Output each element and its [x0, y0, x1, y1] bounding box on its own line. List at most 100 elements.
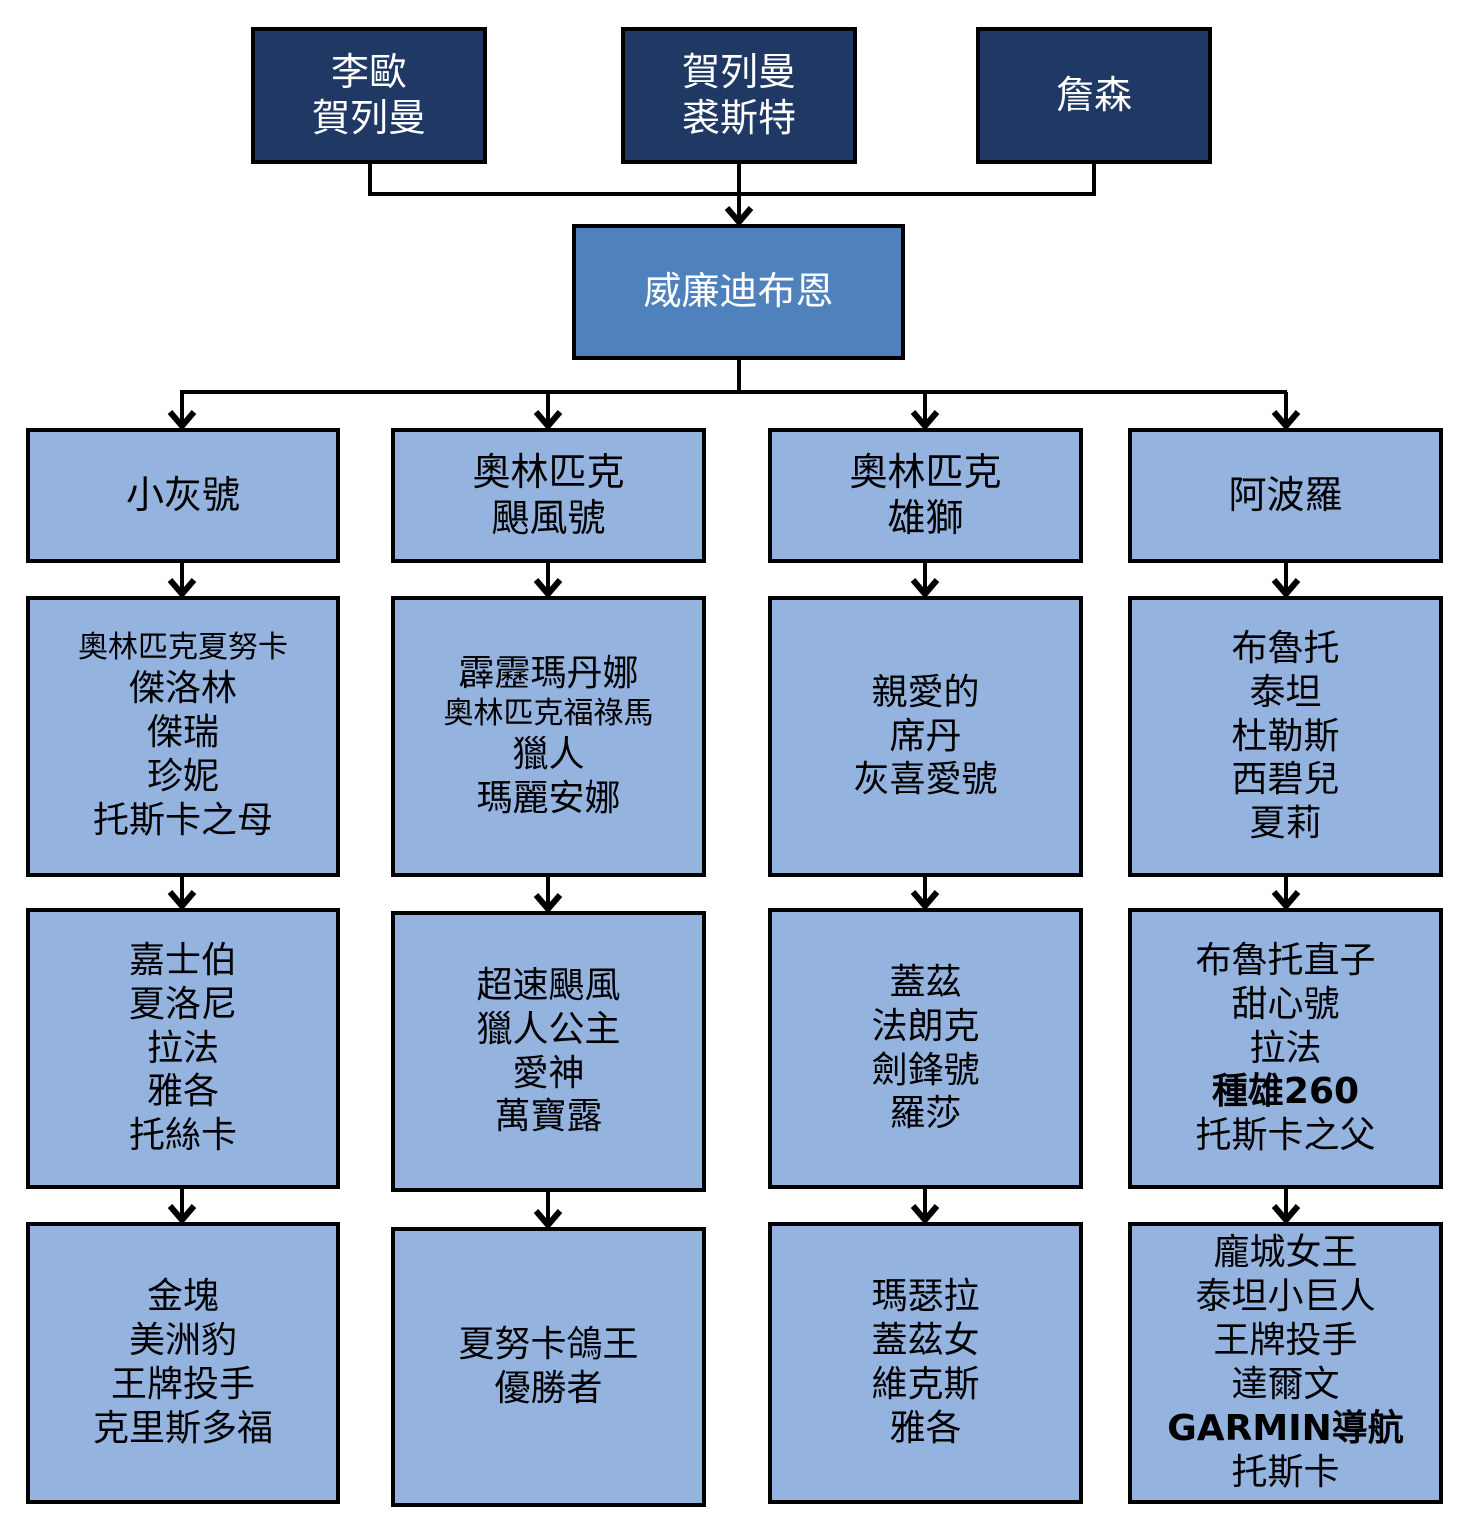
ancestor-3-line-1: 詹森 [1055, 72, 1132, 117]
column-2-header: 奧林匹克 颶風號 [391, 428, 706, 563]
col3-g2-line-1: 蓋茲 [889, 961, 962, 1003]
col2-g1-line-4: 瑪麗安娜 [476, 777, 621, 819]
arrow-head-21 [1271, 890, 1301, 911]
col4-g2-line-3: 拉法 [1249, 1027, 1322, 1069]
arrow-head-9 [910, 410, 940, 431]
ancestor-2-line-2: 裘斯特 [681, 95, 796, 140]
column-1-header: 小灰號 [26, 428, 340, 563]
arrow-head-4 [724, 206, 754, 227]
col3-g3-line-1: 瑪瑟拉 [871, 1276, 980, 1318]
col4-g1-line-3: 杜勒斯 [1231, 715, 1340, 757]
arrow-head-8 [533, 410, 563, 431]
column-3-group-2: 蓋茲 法朗克 劍鋒號 羅莎 [768, 908, 1083, 1189]
col3-header-line-1: 奧林匹克 [849, 449, 1002, 494]
column-4-group-1: 布魯托 泰坦 杜勒斯 西碧兒 夏莉 [1128, 596, 1443, 877]
column-4-header: 阿波羅 [1128, 428, 1443, 563]
col4-g3-line-6: 托斯卡 [1231, 1451, 1340, 1493]
column-3-header: 奧林匹克 雄獅 [768, 428, 1083, 563]
col4-g2-line-2: 甜心號 [1231, 983, 1340, 1025]
col2-g3-line-1: 夏努卡鴿王 [458, 1324, 639, 1366]
arrow-head-7 [167, 410, 197, 431]
arrow-head-11 [167, 578, 197, 599]
ancestor-box-3: 詹森 [976, 27, 1212, 164]
col4-g1-line-2: 泰坦 [1249, 671, 1322, 713]
column-2-group-2: 超速颶風 獵人公主 愛神 萬寶露 [391, 911, 706, 1192]
col1-g1-line-2: 傑洛林 [128, 667, 237, 709]
col4-header-line-1: 阿波羅 [1228, 472, 1343, 517]
col1-g2-line-1: 嘉士伯 [128, 939, 237, 981]
arrow-head-12 [167, 890, 197, 911]
col2-g1-line-3: 獵人 [512, 733, 585, 775]
col4-g3-line-1: 龐城女王 [1213, 1232, 1358, 1274]
column-3-group-1: 親愛的 席丹 灰喜愛號 [768, 596, 1083, 877]
arrow-head-15 [533, 893, 563, 914]
col4-g2-line-5: 托斯卡之父 [1195, 1115, 1376, 1157]
col1-g2-line-4: 雅各 [146, 1071, 219, 1113]
col1-g1-line-5: 托斯卡之母 [92, 799, 273, 841]
column-2-group-3: 夏努卡鴿王 優勝者 [391, 1227, 706, 1507]
col3-g2-line-3: 劍鋒號 [871, 1049, 980, 1091]
col1-g1-line-1: 奧林匹克夏努卡 [78, 630, 288, 666]
arrow-head-17 [910, 578, 940, 599]
col1-g2-line-2: 夏洛尼 [128, 983, 237, 1025]
col2-g3-line-2: 優勝者 [494, 1368, 603, 1409]
column-1-group-3: 金塊 美洲豹 王牌投手 克里斯多福 [26, 1222, 340, 1504]
arrow-head-18 [910, 890, 940, 911]
ancestor-1-line-1: 李歐 [330, 49, 407, 94]
arrow-head-22 [1271, 1204, 1301, 1225]
ancestor-2-line-1: 賀列曼 [681, 49, 796, 94]
column-1-group-2: 嘉士伯 夏洛尼 拉法 雅各 托絲卡 [26, 908, 340, 1189]
col1-g3-line-3: 王牌投手 [110, 1364, 255, 1405]
col3-g2-line-4: 羅莎 [889, 1093, 962, 1135]
col3-g1-line-2: 席丹 [889, 715, 962, 757]
col4-g1-line-5: 夏莉 [1249, 803, 1322, 845]
col2-g1-line-2: 奧林匹克福祿馬 [443, 696, 654, 732]
col2-g2-line-3: 愛神 [512, 1052, 585, 1094]
col1-g2-line-3: 拉法 [146, 1027, 219, 1069]
ancestor-box-1: 李歐 賀列曼 [251, 27, 487, 164]
col3-g3-line-3: 維克斯 [871, 1364, 980, 1405]
col3-g3-line-2: 蓋茲女 [871, 1320, 980, 1362]
col4-g2-line-1: 布魯托直子 [1195, 939, 1376, 981]
col2-g2-line-2: 獵人公主 [476, 1008, 621, 1050]
center-box: 威廉迪布恩 [572, 224, 905, 360]
col1-g1-line-4: 珍妮 [146, 755, 219, 797]
column-4-group-3: 龐城女王 泰坦小巨人 王牌投手 達爾文 GARMIN導航 托斯卡 [1128, 1222, 1443, 1504]
col1-g3-line-4: 克里斯多福 [92, 1407, 273, 1449]
column-3-group-3: 瑪瑟拉 蓋茲女 維克斯 雅各 [768, 1222, 1083, 1504]
col3-g1-line-3: 灰喜愛號 [853, 759, 998, 801]
col3-g2-line-2: 法朗克 [871, 1005, 980, 1047]
col4-g2-line-4: 種雄260 [1211, 1071, 1360, 1113]
col4-g3-line-3: 王牌投手 [1213, 1320, 1358, 1362]
col1-g3-line-1: 金塊 [146, 1276, 219, 1318]
arrow-head-20 [1271, 578, 1301, 599]
arrow-head-16 [533, 1209, 563, 1230]
col2-header-line-2: 颶風號 [491, 495, 606, 540]
arrow-head-10 [1271, 410, 1301, 431]
arrow-head-13 [167, 1204, 197, 1225]
col2-header-line-1: 奧林匹克 [472, 449, 625, 494]
col1-header-line-1: 小灰號 [125, 472, 240, 517]
col4-g3-line-2: 泰坦小巨人 [1195, 1276, 1376, 1318]
col2-g2-line-4: 萬寶露 [494, 1096, 603, 1138]
col3-g3-line-4: 雅各 [889, 1407, 962, 1449]
column-1-group-1: 奧林匹克夏努卡 傑洛林 傑瑞 珍妮 托斯卡之母 [26, 596, 340, 877]
center-line-1: 威廉迪布恩 [643, 269, 834, 314]
col1-g1-line-3: 傑瑞 [146, 711, 219, 753]
col4-g1-line-1: 布魯托 [1231, 627, 1340, 669]
column-4-group-2: 布魯托直子 甜心號 拉法 種雄260 托斯卡之父 [1128, 908, 1443, 1189]
col4-g1-line-4: 西碧兒 [1231, 759, 1340, 801]
col2-g2-line-1: 超速颶風 [476, 964, 621, 1006]
arrow-head-19 [910, 1204, 940, 1225]
col4-g3-line-4: 達爾文 [1231, 1364, 1340, 1405]
column-2-group-1: 霹靂瑪丹娜 奧林匹克福祿馬 獵人 瑪麗安娜 [391, 596, 706, 877]
col1-g3-line-2: 美洲豹 [128, 1320, 237, 1362]
ancestor-box-2: 賀列曼 裘斯特 [621, 27, 857, 164]
col4-g3-line-5: GARMIN導航 [1167, 1407, 1404, 1449]
ancestor-1-line-2: 賀列曼 [311, 95, 426, 140]
col3-g1-line-1: 親愛的 [871, 671, 980, 713]
col1-g2-line-5: 托絲卡 [128, 1115, 237, 1157]
arrow-head-14 [533, 578, 563, 599]
